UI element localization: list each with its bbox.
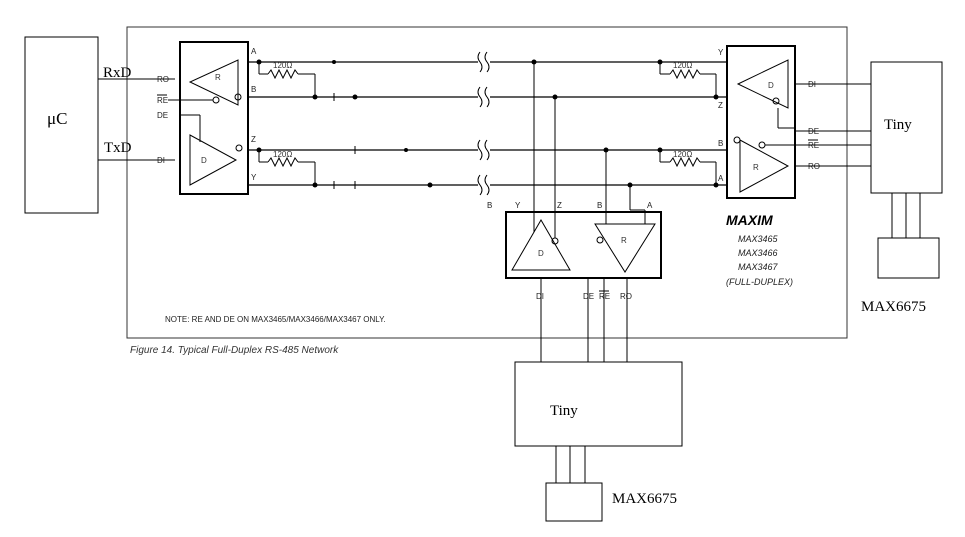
max6675-bottom-box — [545, 482, 603, 522]
right-receiver-bubble — [733, 136, 741, 144]
tap-y-dot — [531, 59, 537, 65]
left-termination-1 — [256, 59, 318, 100]
left-a-pin: A — [251, 47, 257, 56]
right-driver-triangle — [736, 59, 789, 109]
mid-y-pin: Y — [515, 201, 521, 210]
left-receiver-triangle — [188, 59, 239, 106]
figure-frame — [126, 26, 848, 339]
txd-label: TxD — [104, 140, 132, 156]
left-b-pin: B — [251, 85, 256, 94]
maxim-logo: MAXIM — [726, 212, 773, 228]
microcontroller-box — [24, 36, 99, 214]
tiny-right-box — [870, 61, 943, 194]
left-driver-label: D — [201, 156, 207, 165]
cable-b-label: B — [487, 201, 492, 210]
left-transceiver-ic — [179, 41, 249, 195]
right-receiver-triangle — [739, 139, 790, 193]
max6675-right-box — [877, 237, 940, 279]
right-termination-2 — [657, 147, 719, 188]
middle-driver-triangle — [511, 219, 571, 271]
mid-a-pin: A — [647, 201, 653, 210]
right-transceiver-ic — [726, 45, 796, 199]
mid-ro-pin: RO — [620, 292, 632, 301]
bus-dot-1 — [332, 60, 336, 64]
tap-a-dot — [627, 182, 633, 188]
left-ro-pin: RO — [157, 75, 169, 84]
right-z-pin: Z — [718, 101, 723, 110]
bus-dot-4 — [427, 182, 433, 188]
left-y-pin: Y — [251, 173, 257, 182]
max6675-bottom-label: MAX6675 — [612, 491, 677, 507]
left-de-pin: DE — [157, 111, 168, 120]
part-full-duplex: (FULL-DUPLEX) — [726, 277, 793, 287]
left-re-pin: RE — [157, 96, 168, 105]
right-driver-bubble — [772, 97, 780, 105]
right-termination-1 — [657, 59, 719, 100]
max6675-right-label: MAX6675 — [861, 299, 926, 315]
part-max3466: MAX3466 — [738, 248, 778, 258]
mid-z-pin: Z — [557, 201, 562, 210]
left-termination-2 — [256, 147, 318, 188]
tiny-right-label: Tiny — [884, 117, 912, 133]
tap-b-dot — [603, 147, 609, 153]
right-driver-label: D — [768, 81, 774, 90]
right-resistor-2-label: 120Ω — [673, 150, 692, 159]
left-di-pin: DI — [157, 156, 165, 165]
left-receiver-bubble — [234, 93, 242, 101]
middle-receiver-label: R — [621, 236, 627, 245]
right-y-pin: Y — [718, 48, 724, 57]
right-receiver-label: R — [753, 163, 759, 172]
tiny-bottom-label: Tiny — [550, 403, 578, 419]
left-resistor-2-label: 120Ω — [273, 150, 292, 159]
bus-dot-2 — [352, 94, 358, 100]
rxd-label: RxD — [103, 65, 132, 81]
left-receiver-label: R — [215, 73, 221, 82]
middle-receiver-triangle — [594, 223, 656, 273]
left-driver-triangle — [189, 134, 238, 186]
part-max3467: MAX3467 — [738, 262, 779, 272]
tiny-bottom-box — [514, 361, 683, 447]
figure-note: NOTE: RE AND DE ON MAX3465/MAX3466/MAX34… — [165, 315, 386, 324]
middle-driver-label: D — [538, 249, 544, 258]
left-z-pin: Z — [251, 135, 256, 144]
right-b-pin: B — [718, 139, 723, 148]
cable-break — [477, 51, 490, 196]
right-resistor-1-label: 120Ω — [673, 61, 692, 70]
figure-caption: Figure 14. Typical Full-Duplex RS-485 Ne… — [130, 345, 339, 356]
left-resistor-1-label: 120Ω — [273, 61, 292, 70]
middle-transceiver-ic — [505, 211, 662, 279]
mid-b-pin: B — [597, 201, 602, 210]
right-a-pin: A — [718, 174, 724, 183]
tap-z-dot — [552, 94, 558, 100]
bus-dot-3 — [404, 148, 408, 152]
mid-re-pin: RE — [599, 292, 610, 301]
mid-di-pin: DI — [536, 292, 544, 301]
part-max3465: MAX3465 — [738, 234, 779, 244]
microcontroller-label: μC — [47, 109, 67, 128]
middle-receiver-bubble — [596, 236, 604, 244]
left-driver-bubble — [235, 144, 243, 152]
mid-de-pin: DE — [583, 292, 594, 301]
